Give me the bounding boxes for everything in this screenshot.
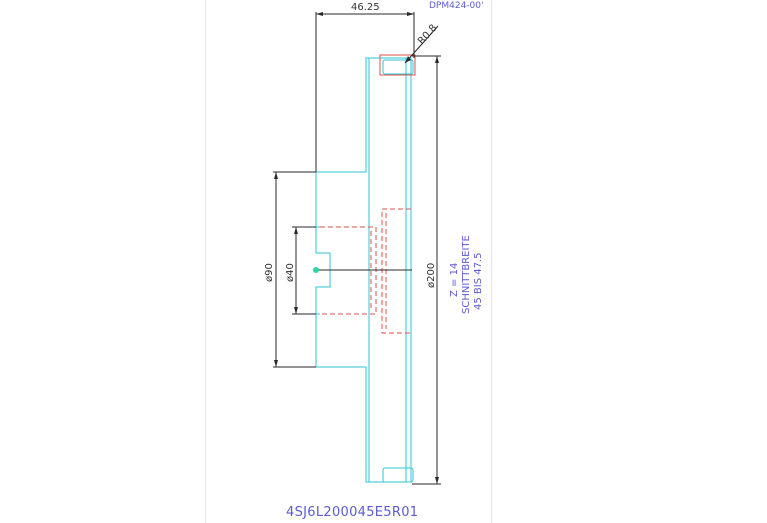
note-cut-width-range: 45 BIS 47.5 [473,252,484,310]
dim-radius-leader [404,25,439,64]
dim-dia-hub-text: ø90 [264,263,275,282]
drawing-number: 4SJ6L200045E5R01 [286,505,419,520]
note-cut-width-label: SCHNITTBREITE [461,235,472,314]
arrow-width-right [407,12,414,16]
tooth-bottom [382,467,414,483]
arrow-outer-bottom [435,477,439,484]
arrow-hub-bottom [274,360,278,367]
arrow-width-left [316,12,323,16]
arrow-bore-bottom [294,307,298,314]
sheet-right-edge [491,0,492,523]
reference-label: DPM424-00' [429,1,483,11]
sheet-left-edge [205,0,206,523]
hidden-lines [320,54,416,334]
dim-radius-text: R0.8 [416,23,439,47]
center-marker [313,267,319,273]
arrow-hub-top [274,172,278,179]
tooth-top [382,59,414,75]
dim-dia-outer-text: ø200 [426,263,437,288]
tooth-top-highlight [379,54,416,76]
dim-width-text: 46.25 [351,2,380,13]
dim-dia-bore-text: ø40 [285,263,296,282]
arrow-bore-top [294,227,298,234]
arrow-outer-top [435,56,439,63]
note-teeth: Z = 14 [449,263,460,297]
dimension-lines [273,12,441,485]
hidden-recess [381,208,411,334]
arrow-radius [405,56,411,63]
arrowheads [274,12,439,484]
